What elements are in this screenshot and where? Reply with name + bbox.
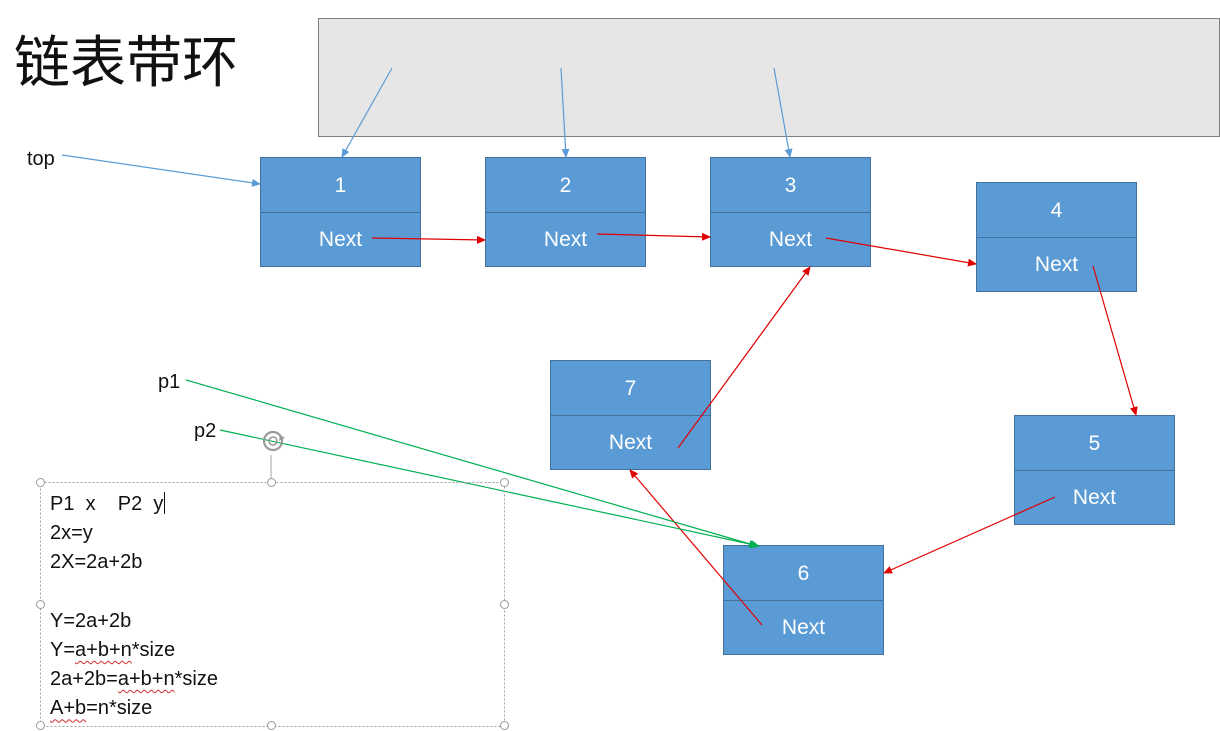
arrow-next-2-3[interactable] (596, 232, 711, 241)
gray-rectangle[interactable] (318, 18, 1220, 137)
formula-line-7c: *size (174, 668, 218, 691)
node-next: Next (1034, 253, 1079, 276)
arrow-p2-to-node-6[interactable] (219, 429, 760, 549)
list-node-4[interactable]: 4 Next (976, 182, 1137, 292)
list-node-1[interactable]: 1 Next (260, 157, 421, 267)
node-value: 3 (711, 158, 870, 213)
list-node-3[interactable]: 3 Next (710, 157, 871, 267)
rotate-handle-icon[interactable] (259, 426, 289, 456)
arrow-p1-to-node-6[interactable] (185, 379, 758, 548)
formula-line-4 (50, 578, 218, 607)
formula-line-7b: a+b+n (117, 668, 175, 691)
formula-line-8a: A+b (50, 697, 87, 720)
list-node-2[interactable]: 2 Next (485, 157, 646, 267)
resize-handle-top-left[interactable] (36, 478, 45, 487)
arrow-box-to-node-3[interactable] (773, 67, 793, 158)
label-top: top (27, 148, 55, 170)
formula-line-6a: Y= (50, 638, 76, 661)
node-value: 6 (724, 546, 883, 601)
arrow-next-5-6[interactable] (883, 496, 1056, 574)
formula-line-2: 2x=y (50, 522, 93, 545)
node-value: 4 (977, 183, 1136, 238)
list-node-6[interactable]: 6 Next (723, 545, 884, 655)
list-node-7[interactable]: 7 Next (550, 360, 711, 470)
resize-handle-bottom-left[interactable] (36, 721, 45, 730)
node-next: Next (543, 228, 588, 251)
formula-line-8b: =n*size (86, 697, 153, 720)
formula-line-6b: a+b+n (75, 638, 132, 661)
node-next: Next (781, 616, 826, 639)
arrow-next-4-5[interactable] (1092, 265, 1138, 416)
arrow-box-to-node-2[interactable] (560, 67, 570, 158)
resize-handle-bottom-right[interactable] (500, 721, 509, 730)
label-p1: p1 (158, 371, 181, 393)
resize-handle-top-right[interactable] (500, 478, 509, 487)
formula-line-6c: *size (131, 638, 176, 661)
resize-handle-top[interactable] (267, 478, 276, 487)
node-next: Next (318, 228, 363, 251)
resize-handle-right[interactable] (500, 600, 509, 609)
node-value: 1 (261, 158, 420, 213)
text-caret (164, 492, 166, 514)
arrow-box-to-node-1[interactable] (341, 67, 393, 158)
slide-title: 链表带环 (14, 31, 238, 96)
formula-line-1: P1 x P2 y (50, 493, 164, 515)
formula-textbox[interactable]: P1 x P2 y 2x=y 2X=2a+2b Y=2a+2b Y=a+b+n*… (40, 482, 505, 727)
node-value: 2 (486, 158, 645, 213)
arrow-next-7-3[interactable] (677, 266, 811, 449)
arrow-next-6-7[interactable] (629, 469, 763, 626)
node-value: 5 (1015, 416, 1174, 471)
label-p2: p2 (194, 420, 217, 442)
arrow-next-1-2[interactable] (371, 235, 486, 244)
resize-handle-left[interactable] (36, 600, 45, 609)
node-value: 7 (551, 361, 710, 416)
arrow-next-3-4[interactable] (825, 237, 977, 267)
arrow-top-to-node-1[interactable] (61, 154, 261, 187)
formula-line-7a: 2a+2b= (50, 668, 118, 691)
node-next: Next (608, 431, 653, 454)
node-next: Next (1072, 486, 1117, 509)
formula-line-3: 2X=2a+2b (50, 551, 143, 574)
list-node-5[interactable]: 5 Next (1014, 415, 1175, 525)
node-next: Next (768, 228, 813, 251)
formula-line-5: Y=2a+2b (50, 609, 132, 632)
resize-handle-bottom[interactable] (267, 721, 276, 730)
